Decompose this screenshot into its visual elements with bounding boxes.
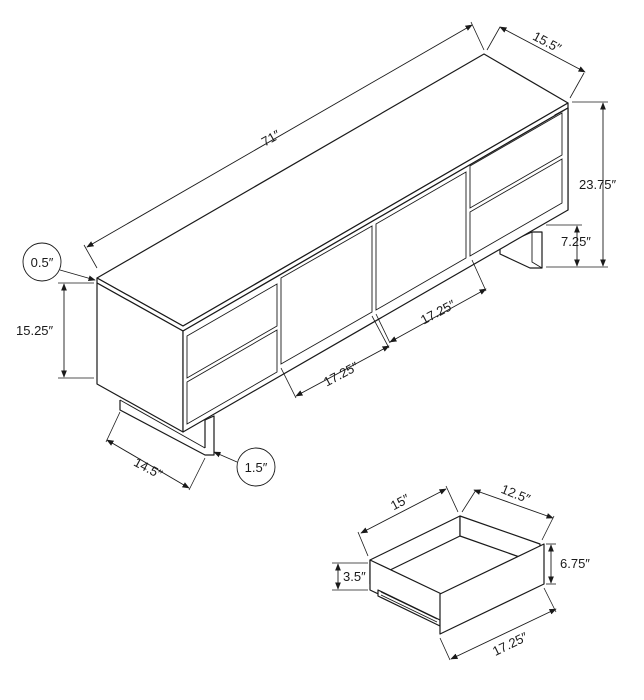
leg-thickness-label: 1.5″: [245, 460, 268, 475]
leg-depth-label: 14.5″: [131, 454, 165, 481]
drawer-width-label: 15″: [388, 491, 412, 513]
height-label: 23.75″: [579, 177, 617, 192]
drawer-front-width-label: 17.25″: [490, 629, 530, 659]
drawer-front-height-label: 6.75″: [560, 556, 590, 571]
drawer-depth-label: 12.5″: [499, 481, 533, 506]
top-thickness-callout: [22, 242, 62, 282]
cabinet-height-label: 15.25″: [16, 323, 54, 338]
drawer-detail: 15″ 12.5″ 3.5″ 6.75″ 17.25″: [332, 481, 590, 661]
tv-stand: [96, 53, 569, 456]
top-thickness-label: 0.5″: [31, 255, 54, 270]
door-left-width-label: 17.25″: [321, 359, 361, 390]
door-right-width-label: 17.25″: [418, 297, 458, 328]
left-drawer-top: [186, 283, 278, 379]
left-drawer-bottom: [186, 329, 278, 425]
drawer-inner-height-label: 3.5″: [343, 569, 366, 584]
leg-height-label: 7.25″: [561, 234, 591, 249]
leg-thickness-callout: [236, 447, 276, 487]
